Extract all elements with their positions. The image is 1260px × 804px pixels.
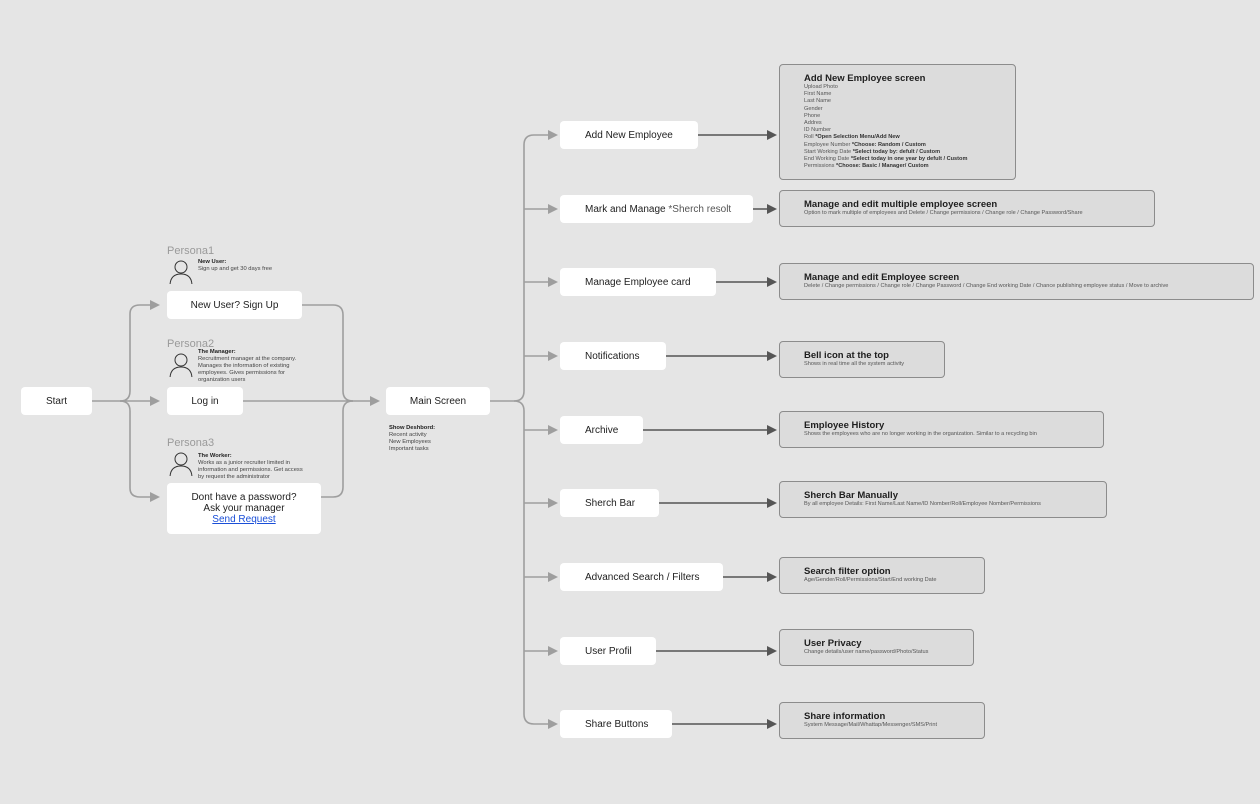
feature-search-bar[interactable]: Sherch Bar bbox=[560, 489, 659, 517]
detail-line: Option to mark multiple of employees and… bbox=[804, 210, 1083, 216]
detail-line: Shows in real time all the system activi… bbox=[804, 361, 905, 367]
send-request-link[interactable]: Send Request bbox=[212, 514, 276, 525]
detail-line: Addres bbox=[804, 120, 822, 127]
feature-advanced-search[interactable]: Advanced Search / Filters bbox=[560, 563, 723, 591]
detail-title: Search filter option bbox=[804, 566, 891, 577]
feature-label: Sherch Bar bbox=[585, 497, 636, 509]
detail-line: Start Working Date *Select today by: def… bbox=[804, 148, 941, 155]
feature-label: Mark and Manage bbox=[585, 203, 666, 215]
detail-employee-history: Employee History Shows the employees who… bbox=[779, 411, 1104, 448]
detail-line: Shows the employees who are no longer wo… bbox=[804, 431, 1037, 437]
detail-line: Last Name bbox=[804, 98, 832, 105]
detail-search-bar-manually: Sherch Bar Manually By all employee Deta… bbox=[779, 481, 1107, 518]
user-avatar-icon bbox=[169, 260, 193, 284]
detail-line: Gender bbox=[804, 105, 823, 112]
password-request-node: Dont have a password? Ask your manager S… bbox=[167, 483, 321, 534]
detail-title: Manage and edit multiple employee screen bbox=[804, 199, 998, 210]
dashboard-item: Important tasks bbox=[389, 446, 429, 452]
detail-manage-employee-screen: Manage and edit Employee screen Delete /… bbox=[779, 263, 1254, 300]
persona2-role: The Manager: bbox=[198, 349, 236, 355]
signup-node[interactable]: New User? Sign Up bbox=[167, 291, 302, 319]
detail-line: ID Number bbox=[804, 127, 832, 134]
feature-label: Advanced Search / Filters bbox=[585, 571, 700, 583]
detail-manage-multiple-employees: Manage and edit multiple employee screen… bbox=[779, 190, 1155, 227]
feature-mark-and-manage[interactable]: Mark and Manage *Sherch resolt bbox=[560, 195, 753, 223]
login-label: Log in bbox=[191, 395, 219, 407]
login-node[interactable]: Log in bbox=[167, 387, 243, 415]
detail-bell-icon: Bell icon at the top Shows in real time … bbox=[779, 341, 945, 378]
detail-line: Roll *Open Selection Menu/Add New bbox=[804, 134, 900, 141]
detail-user-privacy: User Privacy Change details/user name/pa… bbox=[779, 629, 974, 666]
detail-share-information: Share information System Message/Mail/Wh… bbox=[779, 702, 985, 739]
feature-manage-employee-card[interactable]: Manage Employee card bbox=[560, 268, 716, 296]
persona3-description: The Worker:Works as a junior recruiter l… bbox=[198, 453, 310, 481]
persona3-desc: Works as a junior recruiter limited in i… bbox=[198, 460, 303, 480]
feature-label: Notifications bbox=[585, 350, 640, 362]
start-node[interactable]: Start bbox=[21, 387, 92, 415]
detail-title: Sherch Bar Manually bbox=[804, 490, 898, 501]
detail-title: Share information bbox=[804, 711, 886, 722]
detail-line: First Name bbox=[804, 91, 832, 98]
detail-line: Permissions *Choose: Basic / Manager/ Cu… bbox=[804, 163, 929, 170]
detail-line: Employee Number *Choose: Random / Custom bbox=[804, 141, 926, 148]
feature-user-profile[interactable]: User Profil bbox=[560, 637, 656, 665]
persona1-desc: Sign up and get 30 days free bbox=[198, 266, 273, 272]
detail-line: Age/Gender/Roll/Permissions/Start/End wo… bbox=[804, 577, 937, 583]
detail-title: Manage and edit Employee screen bbox=[804, 272, 960, 283]
main-screen-notes: Show Deshbord: Recent activity New Emplo… bbox=[389, 425, 435, 453]
start-label: Start bbox=[45, 395, 68, 407]
detail-line: Upload Photo bbox=[804, 84, 838, 90]
feature-note: *Sherch resolt bbox=[668, 203, 732, 215]
password-line2: Ask your manager bbox=[203, 503, 285, 514]
feature-label: Archive bbox=[585, 424, 619, 436]
main-screen-label: Main Screen bbox=[409, 395, 467, 407]
feature-add-new-employee[interactable]: Add New Employee bbox=[560, 121, 698, 149]
dashboard-title: Show Deshbord: bbox=[389, 425, 436, 431]
persona3-title: Persona3 bbox=[167, 437, 215, 449]
detail-line: Delete / Change permissions / Change rol… bbox=[804, 283, 1169, 289]
detail-title: Add New Employee screen bbox=[804, 73, 926, 84]
persona2-title: Persona2 bbox=[167, 338, 215, 350]
dashboard-item: New Employees bbox=[389, 439, 431, 445]
persona2-desc: Recruitment manager at the company. Mana… bbox=[198, 356, 297, 383]
persona1-role: New User: bbox=[198, 259, 227, 265]
feature-share-buttons[interactable]: Share Buttons bbox=[560, 710, 672, 738]
detail-title: User Privacy bbox=[804, 638, 862, 649]
worker-avatar-icon bbox=[169, 452, 193, 476]
feature-label: User Profil bbox=[585, 645, 632, 657]
feature-archive[interactable]: Archive bbox=[560, 416, 643, 444]
detail-search-filter-option: Search filter option Age/Gender/Roll/Per… bbox=[779, 557, 985, 594]
detail-title: Bell icon at the top bbox=[804, 350, 889, 361]
main-screen-node[interactable]: Main Screen bbox=[386, 387, 490, 415]
persona2-description: The Manager:Recruitment manager at the c… bbox=[198, 349, 310, 384]
detail-add-new-employee-screen: Add New Employee screen Upload Photo Fir… bbox=[779, 64, 1016, 180]
detail-line: End Working Date *Select today in one ye… bbox=[804, 156, 968, 163]
detail-line: By all employee Details: First Name/Last… bbox=[804, 501, 1041, 507]
dashboard-item: Recent activity bbox=[389, 432, 427, 438]
detail-title: Employee History bbox=[804, 420, 885, 431]
feature-notifications[interactable]: Notifications bbox=[560, 342, 666, 370]
persona1-description: New User:Sign up and get 30 days free bbox=[198, 259, 310, 273]
feature-label: Share Buttons bbox=[585, 718, 649, 730]
detail-line: Change details/user name/password/Photo/… bbox=[804, 649, 929, 655]
password-line1: Dont have a password? bbox=[191, 492, 297, 503]
persona3-role: The Worker: bbox=[198, 453, 232, 459]
feature-label: Add New Employee bbox=[585, 129, 673, 141]
manager-avatar-icon bbox=[169, 353, 193, 377]
persona1-title: Persona1 bbox=[167, 245, 215, 257]
signup-label: New User? Sign Up bbox=[190, 299, 279, 311]
feature-label: Manage Employee card bbox=[585, 276, 691, 288]
detail-line: System Message/Mail/Whattap/Messenger/SM… bbox=[804, 722, 938, 728]
detail-line: Phone bbox=[804, 112, 821, 119]
